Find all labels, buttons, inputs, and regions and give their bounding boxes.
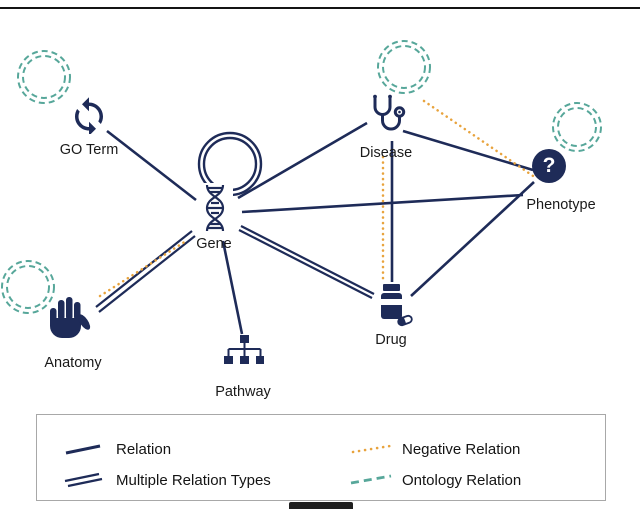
- top-rule: [0, 7, 640, 9]
- ontology-loop-disease: [377, 40, 431, 94]
- disease-icon: [366, 94, 410, 139]
- node-label-pathway: Pathway: [215, 384, 271, 400]
- node-label-gene: Gene: [196, 236, 232, 252]
- edge-gene-anatomy-multiple: [95, 230, 196, 313]
- edge-disease-phenotype: [402, 129, 534, 172]
- dna-icon: [205, 184, 225, 232]
- pathway-icon: [224, 335, 265, 372]
- go-term-icon: [68, 92, 110, 139]
- legend-label-multiple: Multiple Relation Types: [116, 471, 271, 489]
- relation-line-sample: [65, 444, 101, 455]
- hand-icon: [50, 297, 91, 338]
- edge-anatomy-gene-negative: [98, 239, 188, 298]
- anatomy-icon: [48, 294, 92, 345]
- edge-goterm-gene: [106, 129, 197, 202]
- legend-item-negative: Negative Relation: [349, 440, 520, 458]
- pill-bottle-icon: [381, 284, 413, 327]
- cropped-caption-fragment: [289, 502, 353, 509]
- hierarchy-icon: [224, 335, 265, 364]
- ontology-loop-anatomy: [1, 260, 55, 314]
- ontology-loop-phenotype: [552, 102, 602, 152]
- node-label-anatomy: Anatomy: [44, 355, 102, 371]
- edge-gene-phenotype: [241, 193, 524, 214]
- pill-capsule: [397, 314, 413, 327]
- edge-gene-pathway: [221, 240, 244, 335]
- cycle-arrows-icon: [75, 97, 103, 136]
- negative-relation-line-sample: [351, 444, 392, 454]
- legend-item-relation: Relation: [63, 440, 171, 458]
- node-label-drug: Drug: [375, 332, 407, 348]
- edge-disease-phenotype-negative: [422, 99, 538, 180]
- edge-gene-drug-multiple: [238, 225, 375, 299]
- legend-label-ontology: Ontology Relation: [402, 471, 522, 489]
- drug-icon: [374, 284, 414, 333]
- node-label-phenotype: Phenotype: [526, 197, 596, 213]
- stethoscope-icon: [373, 94, 406, 131]
- ontology-relation-line-sample: [350, 474, 392, 485]
- node-label-disease: Disease: [359, 145, 413, 161]
- phenotype-icon: ?: [532, 149, 566, 183]
- gene-icon: [197, 183, 233, 238]
- legend: Relation Multiple Relation Types Negativ…: [36, 414, 606, 501]
- edge-gene-disease: [237, 121, 368, 200]
- legend-label-negative: Negative Relation: [402, 440, 521, 458]
- legend-label-relation: Relation: [116, 440, 172, 458]
- edge-drug-phenotype: [410, 181, 535, 297]
- multiple-relation-line-sample: [64, 472, 103, 488]
- legend-item-ontology: Ontology Relation: [349, 471, 521, 489]
- question-mark-glyph: ?: [542, 154, 556, 177]
- legend-item-multiple: Multiple Relation Types: [63, 471, 271, 489]
- node-label-go-term: GO Term: [59, 142, 119, 158]
- ontology-loop-go-term: [17, 50, 71, 104]
